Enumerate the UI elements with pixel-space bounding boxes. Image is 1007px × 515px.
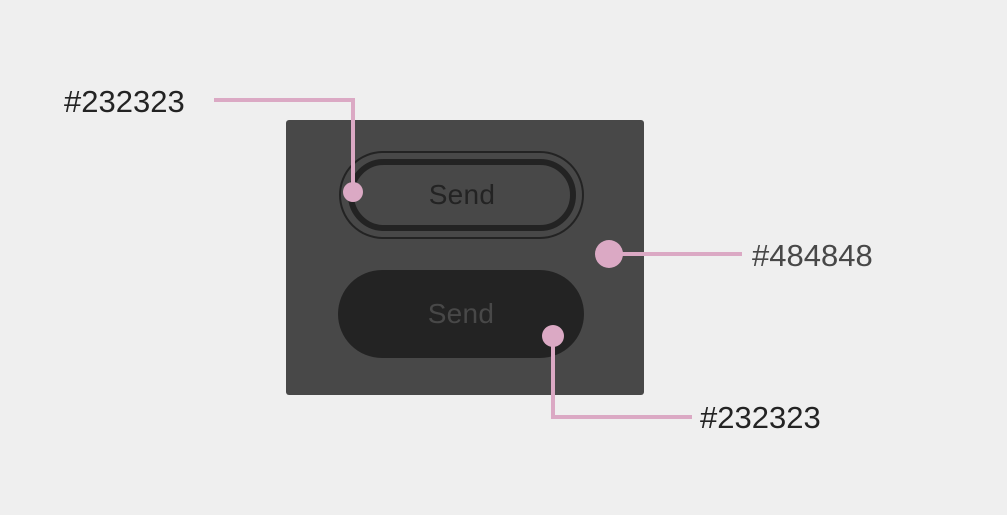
send-button-focused-label: Send (428, 179, 496, 210)
send-button-pressed-label: Send (427, 298, 495, 329)
callout-label-right: #484848 (752, 238, 873, 273)
send-button-pressed[interactable]: Send (338, 270, 584, 358)
focus-ring (339, 151, 584, 239)
callout-label-bottom: #232323 (700, 400, 821, 435)
send-button-focused[interactable]: Send (348, 159, 576, 231)
callout-label-top-left: #232323 (64, 84, 185, 119)
